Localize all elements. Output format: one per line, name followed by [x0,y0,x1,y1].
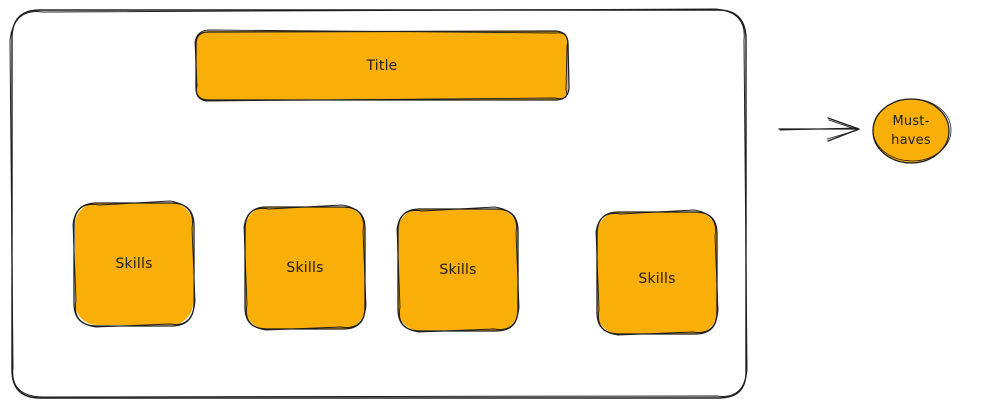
skills-label-2: Skills [286,260,324,276]
title-label: Title [366,57,398,74]
must-haves-label: Must- haves [891,114,931,148]
skills-label-1: Skills [115,256,153,272]
skills-label-3: Skills [439,262,477,278]
skills-label-4: Skills [638,270,676,287]
arrow-icon [778,117,860,142]
